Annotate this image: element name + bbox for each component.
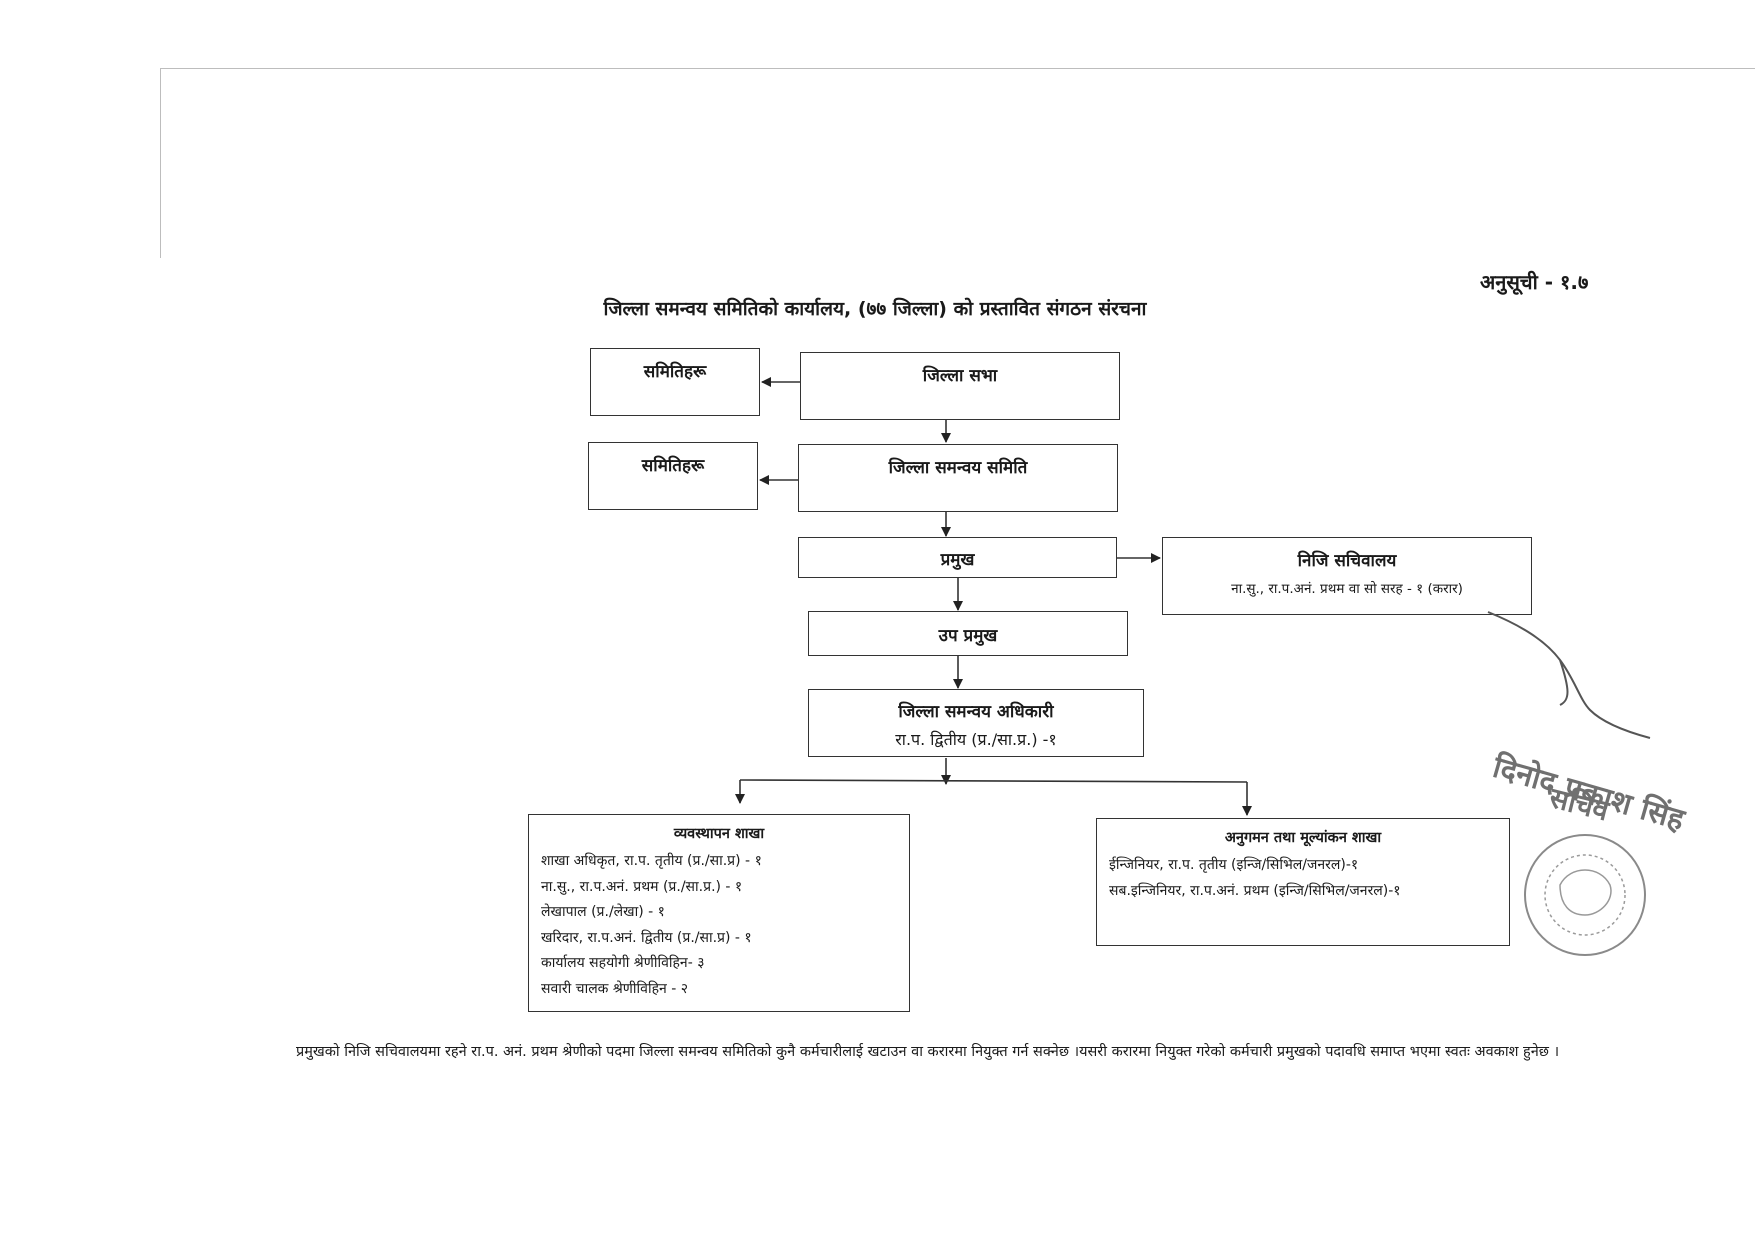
deputy-chief-box: उप प्रमुख [808, 611, 1128, 656]
annex-label: अनुसूची - १.७ [1480, 270, 1589, 294]
coordination-officer-box: जिल्ला समन्वय अधिकारी रा.प. द्वितीय (प्र… [808, 689, 1144, 757]
management-branch-line: ना.सु., रा.प.अनं. प्रथम (प्र./सा.प्र.) -… [541, 878, 743, 895]
private-secretariat-box: निजि सचिवालय ना.सु., रा.प.अनं. प्रथम वा … [1162, 537, 1532, 615]
committees-box-2: समितिहरू [588, 442, 758, 510]
management-branch-line: खरिदार, रा.प.अनं. द्वितीय (प्र./सा.प्र) … [541, 929, 752, 946]
monitoring-branch-title: अनुगमन तथा मूल्यांकन शाखा [1224, 830, 1382, 846]
footnote-paragraph: प्रमुखको निजि सचिवालयमा रहने रा.प. अनं. … [295, 1044, 1560, 1060]
committees-box-1: समितिहरू [590, 348, 760, 416]
coordination-officer-title: जिल्ला समन्वय अधिकारी [898, 702, 1054, 722]
management-branch-line: लेखापाल (प्र./लेखा) - १ [541, 904, 665, 920]
management-branch-line: सवारी चालक श्रेणीविहिन - २ [541, 980, 689, 997]
monitoring-branch-box: अनुगमन तथा मूल्यांकन शाखा ईन्जिनियर, रा.… [1096, 818, 1510, 946]
district-assembly-label: जिल्ला सभा [922, 366, 998, 386]
coordination-committee-label: जिल्ला समन्वय समिति [888, 458, 1028, 478]
district-assembly-box: जिल्ला सभा [800, 352, 1120, 420]
branch-split-line [739, 779, 1248, 783]
committees-label-1: समितिहरू [643, 362, 707, 382]
scan-edge-left [160, 68, 161, 258]
management-branch-title: व्यवस्थापन शाखा [673, 826, 765, 842]
scan-edge-top [160, 68, 1755, 69]
chief-box: प्रमुख [798, 537, 1117, 578]
deputy-chief-label: उप प्रमुख [938, 626, 998, 646]
page-title: जिल्ला समन्वय समितिको कार्यालय, (७७ जिल्… [603, 298, 1147, 320]
office-seal-stamp [1524, 834, 1646, 956]
coordination-committee-box: जिल्ला समन्वय समिति [798, 444, 1118, 512]
monitoring-branch-line: ईन्जिनियर, रा.प. तृतीय (इन्जि/सिभिल/जनरल… [1109, 857, 1359, 873]
management-branch-line: शाखा अधिकृत, रा.प. तृतीय (प्र./सा.प्र) -… [541, 853, 762, 869]
private-secretariat-title: निजि सचिवालय [1297, 551, 1397, 571]
committees-label-2: समितिहरू [641, 456, 705, 476]
coordination-officer-detail: रा.प. द्वितीय (प्र./सा.प्र.) -१ [895, 730, 1057, 749]
monitoring-branch-line: सब.इन्जिनियर, रा.प.अनं. प्रथम (इन्जि/सिभ… [1109, 882, 1401, 899]
chief-label: प्रमुख [940, 550, 975, 570]
management-branch-line: कार्यालय सहयोगी श्रेणीविहिन- ३ [541, 955, 705, 971]
private-secretariat-detail: ना.सु., रा.प.अनं. प्रथम वा सो सरह - १ (क… [1231, 581, 1463, 597]
management-branch-box: व्यवस्थापन शाखा शाखा अधिकृत, रा.प. तृतीय… [528, 814, 910, 1012]
